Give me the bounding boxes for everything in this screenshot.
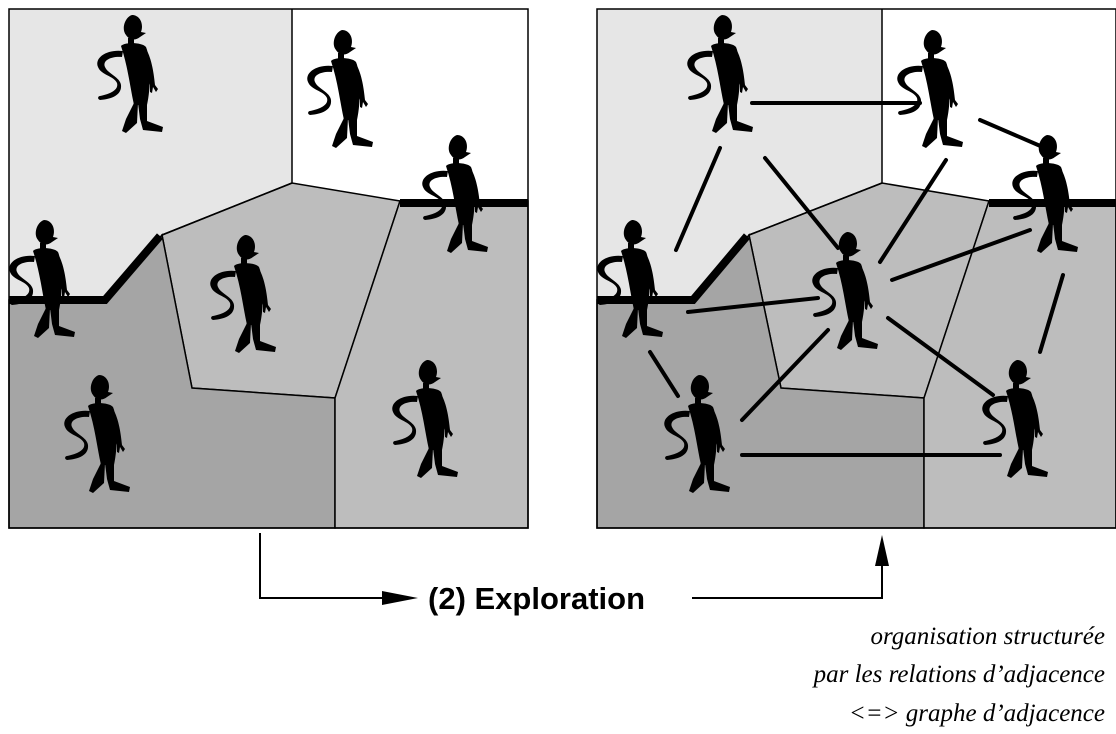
wall [597,233,751,304]
caption-line: <=> graphe d’adjacence [849,700,1105,727]
right-panel [596,8,1116,529]
adjacency-edge [674,146,722,252]
panel-frame [8,8,529,529]
adjacency-edge [890,228,1032,282]
caption-line: par les relations d’adjacence [812,661,1105,688]
adjacency-edge [740,328,830,422]
region-border [161,182,293,236]
left-panel [8,8,529,529]
region-border [748,182,883,236]
adjacency-edge [878,158,948,264]
caption-line: organisation structurée [871,623,1106,650]
adjacency-edge [648,350,680,398]
region-light-top-left [9,9,292,300]
adjacency-edges [648,101,1065,457]
panel-frame [596,8,1116,529]
wall [9,233,164,304]
caption: organisation structurée par les relation… [812,623,1105,727]
region-light-top-left [597,9,882,300]
adjacency-edge [1038,273,1065,354]
adjacency-edge [763,156,840,250]
arrow-line-left [259,533,382,599]
exploration-arrow [259,533,889,605]
adjacency-edge [686,296,820,314]
arrow-head-icon [382,591,418,605]
adjacency-edge [886,316,995,397]
step-label: (2) Exploration [428,581,645,616]
arrow-head-icon [875,535,889,566]
arrow-line-right [692,566,883,599]
adjacency-edge [978,118,1047,150]
